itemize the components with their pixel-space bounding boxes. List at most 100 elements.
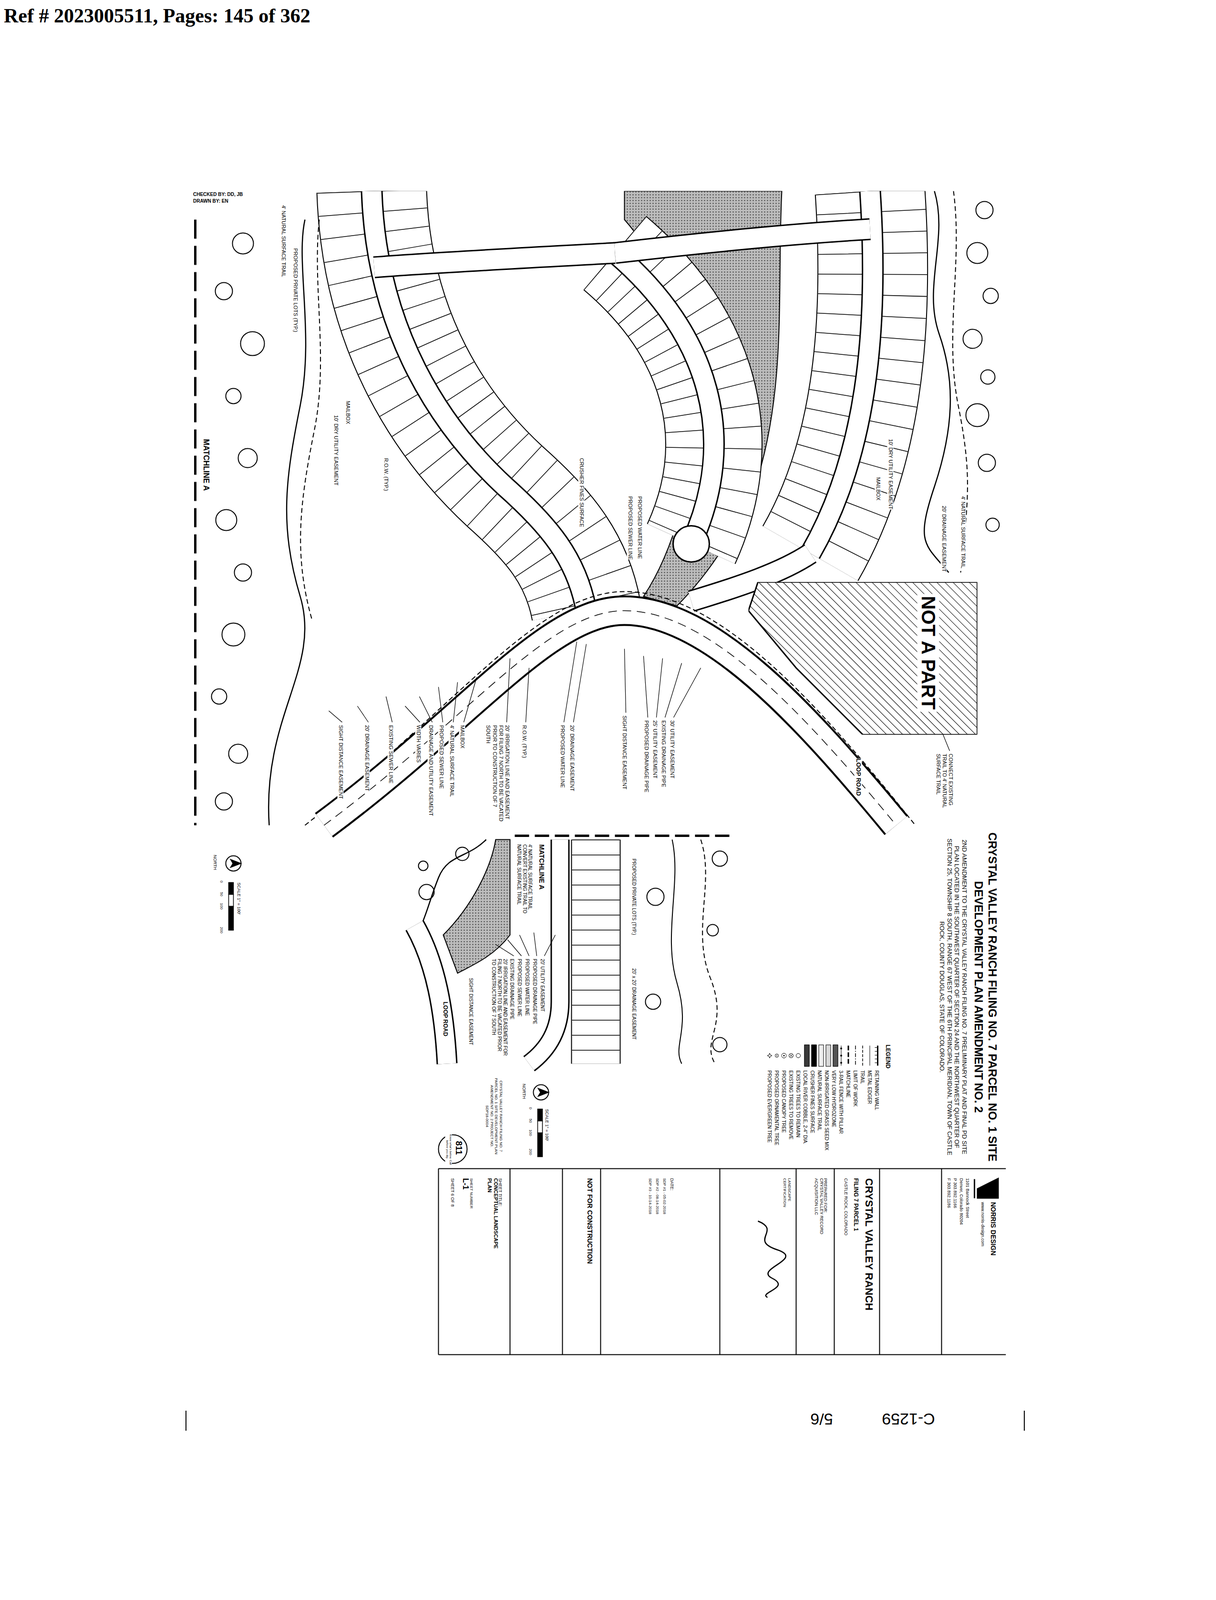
plan-label-holder: DRAWN BY: EN bbox=[193, 198, 229, 205]
scale-bar bbox=[228, 906, 234, 931]
plan-label-holder: 100 bbox=[527, 1129, 536, 1136]
legend-sample bbox=[767, 1044, 773, 1067]
plan-label: CHECKED BY: DD, JB bbox=[193, 191, 243, 198]
legend-swatch bbox=[790, 1044, 796, 1067]
plan-label-holder: PROPOSED WATER LINE bbox=[636, 496, 645, 559]
plan-label: NORTH bbox=[212, 855, 218, 871]
rotated-sheet: CRYSTAL VALLEY RANCH FILING NO. 7 PARCEL… bbox=[188, 191, 1007, 1494]
plan-label-holder: Know what's below. Call before you dig. bbox=[444, 1133, 452, 1167]
plan-label-holder: CONNECT EXISTING TRAIL TO 4' NATURAL SUR… bbox=[934, 753, 954, 821]
plan-label: SIGHT DISTANCE EASEMENT bbox=[467, 978, 474, 1046]
title-block-text: P 303.892.1166 bbox=[952, 1178, 958, 1209]
legend-sample bbox=[783, 1054, 785, 1057]
legend-swatch bbox=[861, 1044, 867, 1067]
title-block-text-holder: Denver, Colorado 80204 bbox=[958, 1178, 967, 1226]
open-space-edge bbox=[268, 219, 306, 826]
inset-plan bbox=[572, 839, 620, 1064]
legend-text-holder: RETAINING WALL bbox=[873, 1070, 882, 1111]
legend-text-holder: LOCAL RIVER COBBLE, 2-4" DIA. bbox=[801, 1070, 811, 1145]
area-fill bbox=[748, 582, 978, 735]
leader-lines bbox=[624, 649, 627, 713]
title-block-text-holder: DATE: bbox=[668, 1178, 678, 1191]
legend-text: EXISTING TREES TO REMOVE bbox=[787, 1070, 794, 1140]
streets bbox=[615, 229, 871, 254]
existing-trees bbox=[983, 288, 999, 304]
plan-label-holder: PROPOSED PRIVATE LOTS (TYP.) bbox=[291, 248, 301, 333]
inset-plan bbox=[571, 839, 621, 1064]
inset-plan bbox=[419, 884, 435, 900]
plan-label-holder: PROPOSED SEWER LINE bbox=[437, 725, 447, 789]
plan-label-holder: 25' UTILITY EASEMENT bbox=[651, 720, 660, 779]
title-block-text-holder: CONCEPTUAL LANDSCAPE PLAN bbox=[485, 1178, 499, 1255]
plan-label-holder: 10' DRY UTILITY EASEMENT bbox=[886, 439, 896, 510]
leader-lines bbox=[357, 706, 369, 723]
plan-label-holder: CHECKED BY: DD, JB bbox=[193, 191, 243, 198]
legend-sample bbox=[838, 1044, 845, 1067]
legend-text: METAL EDGER bbox=[866, 1070, 873, 1105]
title-block-text: CRYSTAL VALLEY RANCH bbox=[862, 1178, 875, 1311]
plan-label: MAILBOX bbox=[344, 401, 351, 425]
existing-trees bbox=[980, 370, 996, 385]
title-block-text: SDP #2 - 08-14-2018 bbox=[654, 1178, 660, 1215]
legend-swatch bbox=[768, 1044, 774, 1067]
title-block-text-holder: P 303.892.1166 bbox=[951, 1178, 961, 1209]
plan-label: 20' UTILITY EASEMENT bbox=[539, 958, 546, 1012]
legend-text: 3-RAIL FENCE WITH PILLAR bbox=[837, 1070, 844, 1134]
plan-label: Know what's below. Call before you dig. bbox=[444, 1133, 452, 1167]
open-space-edge bbox=[300, 219, 321, 621]
plan-label: WIDTH VARIES bbox=[414, 725, 422, 763]
plan-label: PROPOSED PRIVATE LOTS (TYP.) bbox=[630, 858, 637, 936]
plan-label-holder: DRAINAGE AND UTILITY EASEMENT bbox=[427, 725, 436, 817]
plan-label: DRAWN BY: EN bbox=[193, 198, 229, 205]
title-block-text: www.norris-design.com bbox=[979, 1202, 986, 1247]
plan-label-holder: PROPOSED SEWER LINE bbox=[626, 496, 636, 560]
inset-plan bbox=[418, 861, 429, 871]
legend-sample bbox=[788, 1044, 794, 1067]
title-block-text: NORRIS DESIGN bbox=[989, 1202, 998, 1256]
legend-text-holder: LIMIT OF WORK bbox=[851, 1070, 861, 1107]
plan-label: 811 bbox=[453, 1141, 464, 1155]
leader-lines bbox=[438, 687, 444, 723]
plan-title: CRYSTAL VALLEY RANCH FILING NO. 7 PARCEL… bbox=[971, 832, 1000, 1162]
plan-label: LOOP ROAD bbox=[854, 758, 863, 797]
open-space-edge bbox=[924, 191, 951, 573]
legend-swatch bbox=[868, 1044, 875, 1067]
legend-sample bbox=[789, 1054, 793, 1058]
legend-sample bbox=[860, 1044, 866, 1067]
existing-trees bbox=[238, 448, 258, 468]
plan-label: C-1259 bbox=[870, 1409, 947, 1429]
legend-sample bbox=[775, 1053, 779, 1058]
inset-plan bbox=[700, 839, 718, 1064]
plan-label: 10' DRY UTILITY EASEMENT bbox=[886, 439, 894, 510]
title-block bbox=[977, 1178, 999, 1199]
plan-label-holder: 4' NATURAL SURFACE TRAIL bbox=[279, 205, 289, 278]
title-block-text-holder: L-1 bbox=[460, 1178, 470, 1190]
legend-text-holder: VERY LOW HYDROZONE bbox=[830, 1070, 839, 1128]
leader-lines bbox=[665, 663, 682, 718]
plan-label: 100 bbox=[527, 1129, 533, 1136]
legend-swatch bbox=[833, 1044, 839, 1067]
plan-label-holder: PROPOSED PRIVATE LOTS (TYP.) bbox=[630, 858, 639, 936]
legend-text: LIMIT OF WORK bbox=[852, 1070, 858, 1107]
streets bbox=[673, 525, 710, 563]
plan-label: PROPOSED DRAINAGE PIPE bbox=[531, 958, 538, 1025]
scale-bar bbox=[228, 894, 234, 907]
plan-label-holder: 30' UTILITY EASEMENT bbox=[668, 720, 678, 779]
title-block-text: CRYSTAL VALLEY RECORD ACQUISITION LLC bbox=[813, 1178, 825, 1250]
plan-label: 20' DRAINAGE EASEMENT bbox=[940, 505, 947, 572]
legend-sample bbox=[795, 1044, 802, 1067]
plan-label: 2ND AMENDMENT TO THE CRYSTAL VALLEY RANC… bbox=[937, 832, 968, 1162]
plan-label: CONNECT EXISTING TRAIL TO 4' NATURAL SUR… bbox=[934, 753, 954, 821]
plan-label-holder: C-1259 bbox=[870, 1409, 947, 1429]
plan-label: 4' NATURAL SURFACE TRAIL bbox=[279, 205, 287, 278]
legend-text-holder: PROPOSED CANOPY TREE bbox=[780, 1070, 789, 1134]
legend-text: NON-IRRIGATED GRASS SEED MIX bbox=[823, 1070, 830, 1151]
legend-text-holder: CRUSHER FINES SURFACE bbox=[808, 1070, 818, 1134]
title-block bbox=[834, 1168, 835, 1355]
inset-plan bbox=[414, 835, 730, 1064]
title-block bbox=[879, 1168, 881, 1355]
title-block-text-holder: F 303.892.1186 bbox=[945, 1178, 955, 1208]
existing-trees bbox=[216, 509, 238, 531]
plan-label-holder: MAILBOX bbox=[344, 401, 353, 425]
legend-swatch bbox=[825, 1044, 832, 1067]
